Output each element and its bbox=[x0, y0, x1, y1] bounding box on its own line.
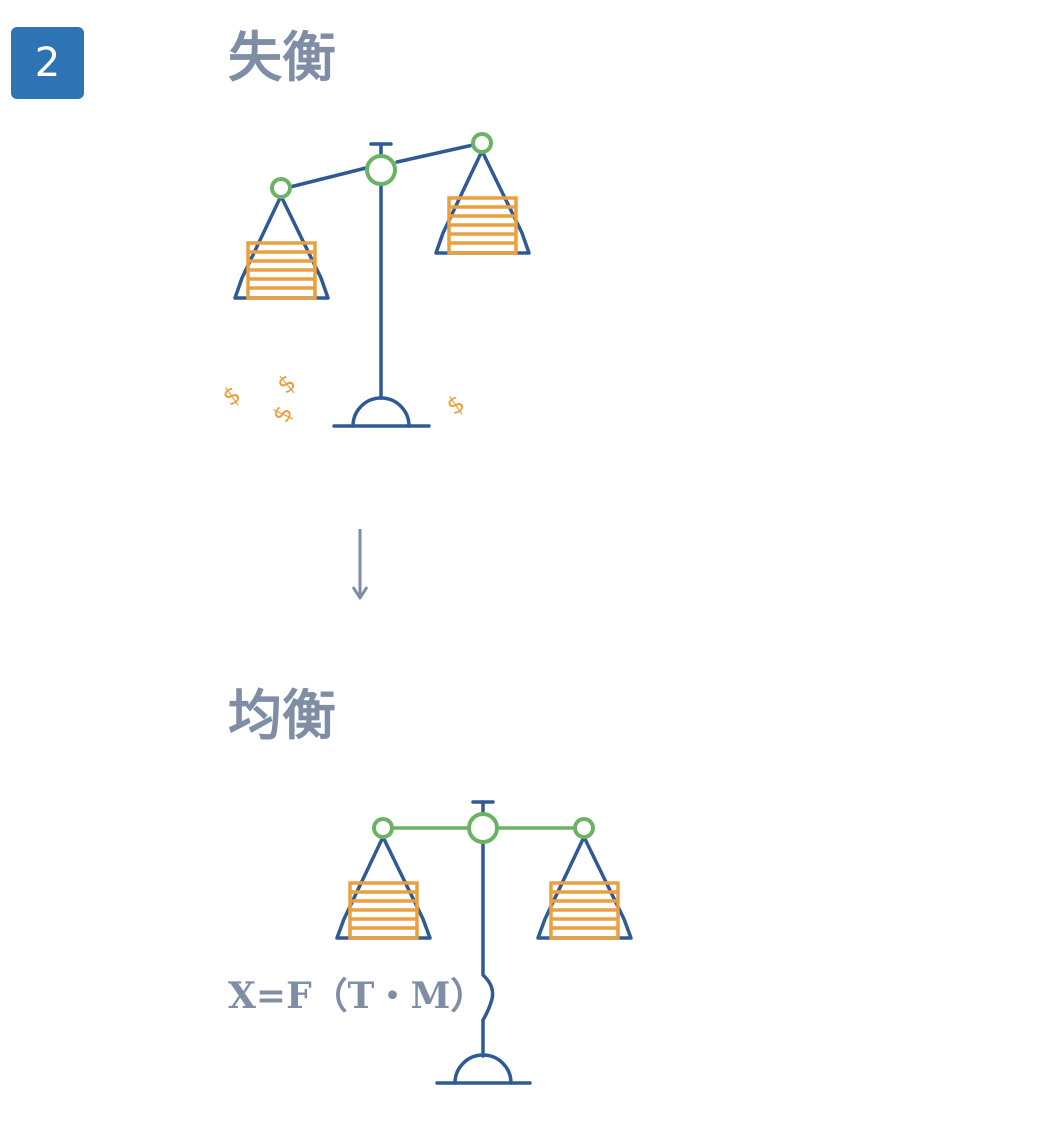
step-number-badge: 2 bbox=[11, 27, 84, 99]
unbalanced-title: 失衡 bbox=[228, 25, 336, 89]
down-arrow-icon bbox=[351, 529, 369, 600]
equilibrium-formula: X=F（T・M） bbox=[228, 975, 487, 1017]
balanced-title: 均衡 bbox=[228, 683, 336, 747]
